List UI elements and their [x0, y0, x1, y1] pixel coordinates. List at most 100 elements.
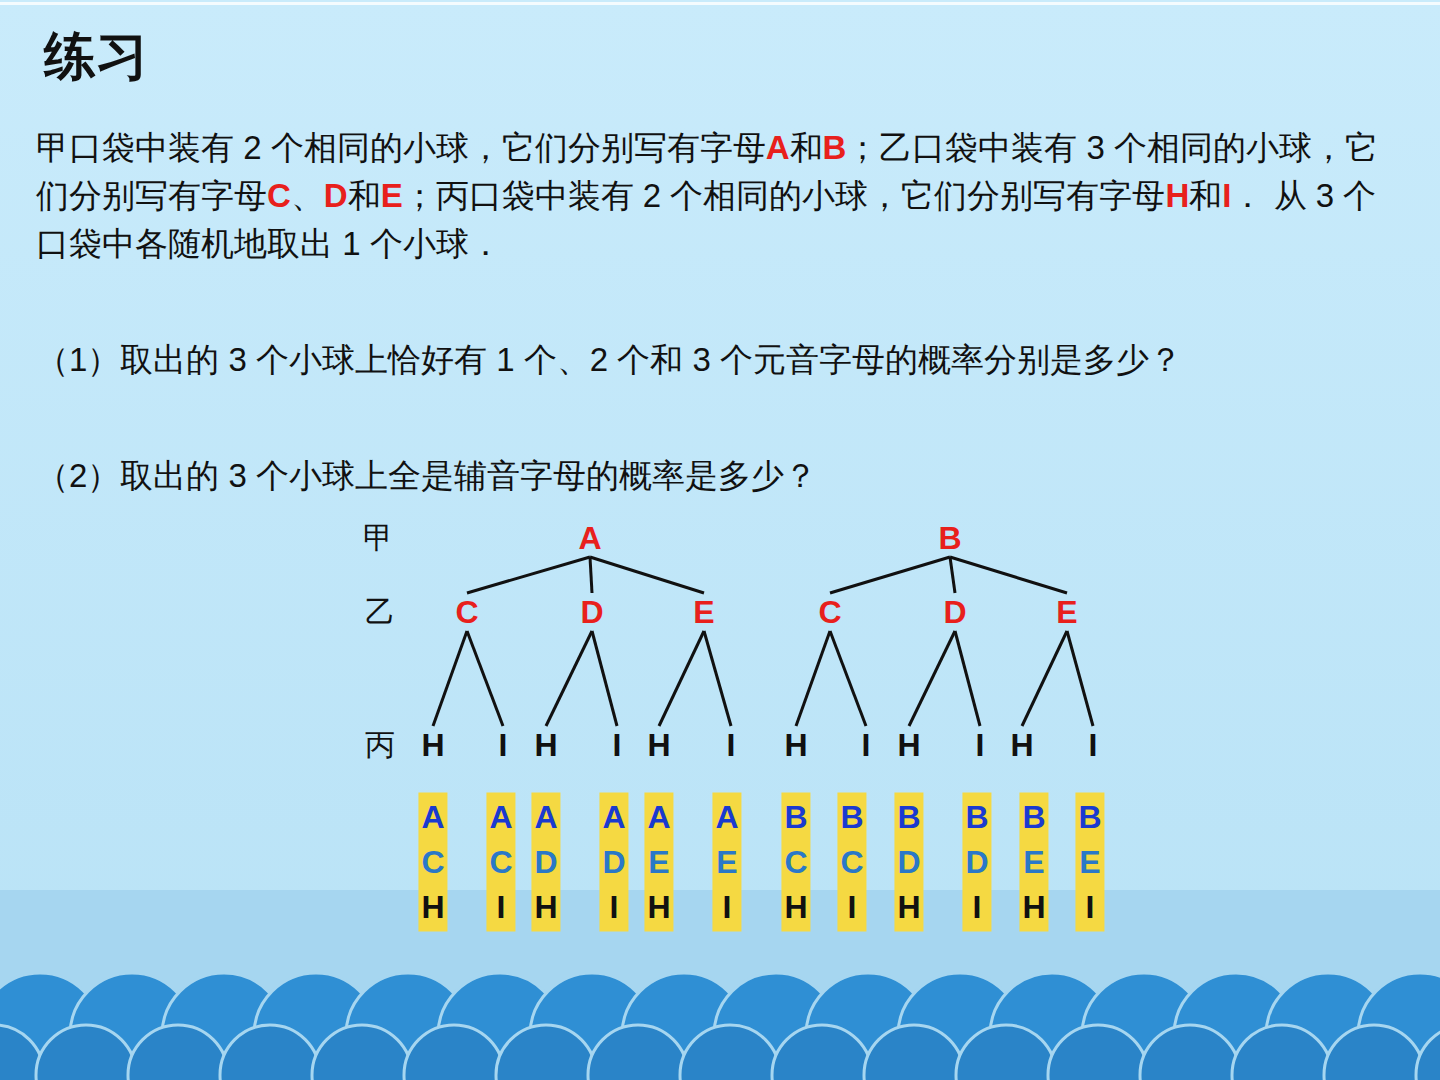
letter-text: H [893, 727, 924, 763]
letter-text: B [897, 795, 920, 840]
letter-highlight: A [766, 129, 790, 166]
question-text: （2）取出的 3 个小球上全是辅音字母的概率是多少？ [36, 452, 1406, 500]
letter-text: H [780, 727, 811, 763]
letter-text: I [840, 885, 863, 930]
letter-text: I [602, 885, 625, 930]
letter-text: D [602, 840, 625, 885]
tree-letter: C [814, 594, 845, 630]
wave-arc [128, 1025, 228, 1080]
wave-arc [864, 1025, 964, 1080]
outcome-column: AEH [644, 793, 673, 932]
tree-letter: H [643, 727, 674, 763]
outcome-column: BDH [894, 793, 923, 932]
letter-text: E [1022, 840, 1045, 885]
wave-arc [772, 1025, 872, 1080]
tree-branch [950, 557, 955, 593]
outcome-column: ACH [418, 793, 447, 932]
wave-arc [1324, 1025, 1424, 1080]
outcome-column: ACI [486, 793, 515, 932]
letter-text: H [1006, 727, 1037, 763]
letter-text: H [530, 727, 561, 763]
letter-highlight: B [823, 129, 847, 166]
letter-text: D [965, 840, 988, 885]
letter-text: H [417, 727, 448, 763]
outcome-column: ADI [599, 793, 628, 932]
letter-text: A [715, 795, 738, 840]
tree-letter: I [858, 727, 875, 763]
letter-text: B [934, 520, 965, 556]
tree-branch [950, 557, 1067, 593]
letter-text: H [784, 885, 807, 930]
letter-text: E [1078, 840, 1101, 885]
wave-arc [1048, 1025, 1148, 1080]
letter-text: E [647, 840, 670, 885]
bag-label: 甲 [363, 518, 393, 559]
outcome-column: AEI [712, 793, 741, 932]
outcome-column: BCI [837, 793, 866, 932]
problem-text: 和 [348, 177, 381, 214]
tree-letter: I [1085, 727, 1102, 763]
outcome-column: BDI [962, 793, 991, 932]
tree-branch [659, 631, 704, 726]
letter-text: I [1085, 727, 1102, 763]
tree-branch [590, 557, 592, 593]
wave-arc [404, 1025, 504, 1080]
letter-text: H [643, 727, 674, 763]
tree-branch [1067, 631, 1093, 726]
letter-text: C [489, 840, 512, 885]
letter-text: C [421, 840, 444, 885]
tree-letter: D [576, 594, 607, 630]
tree-letter: H [893, 727, 924, 763]
tree-letter: D [939, 594, 970, 630]
outcome-column: BCH [781, 793, 810, 932]
problem-text: 和 [790, 129, 823, 166]
tree-letter: A [574, 520, 605, 556]
wave-arc [36, 1025, 136, 1080]
letter-text: E [715, 840, 738, 885]
letter-text: B [965, 795, 988, 840]
letter-text: C [814, 594, 845, 630]
wave-arc [956, 1025, 1056, 1080]
tree-letter: H [417, 727, 448, 763]
tree-letter: I [609, 727, 626, 763]
bag-label: 乙 [365, 592, 395, 633]
tree-letter: H [530, 727, 561, 763]
tree-branch [433, 631, 467, 726]
wave-arc [496, 1025, 596, 1080]
letter-text: I [858, 727, 875, 763]
wave-row [0, 973, 1440, 1080]
letter-text: I [965, 885, 988, 930]
tree-letter: I [723, 727, 740, 763]
problem-text: ；丙口袋中装有 2 个相同的小球，它们分别写有字母 [403, 177, 1166, 214]
letter-highlight: C [267, 177, 291, 214]
tree-letter: E [1052, 594, 1081, 630]
letter-text: E [1052, 594, 1081, 630]
letter-text: H [897, 885, 920, 930]
letter-text: H [421, 885, 444, 930]
letter-highlight: H [1165, 177, 1189, 214]
letter-text: D [939, 594, 970, 630]
letter-text: H [1022, 885, 1045, 930]
letter-text: C [784, 840, 807, 885]
problem-text: 和 [1189, 177, 1222, 214]
letter-text: C [451, 594, 482, 630]
outcome-column: ADH [531, 793, 560, 932]
letter-text: A [534, 795, 557, 840]
letter-text: A [574, 520, 605, 556]
wave-arc [1416, 1025, 1440, 1080]
tree-branch [955, 631, 980, 726]
tree-letter: E [689, 594, 718, 630]
tree-branch [1022, 631, 1067, 726]
letter-text: I [609, 727, 626, 763]
letter-highlight: E [381, 177, 403, 214]
letter-text: C [840, 840, 863, 885]
wave-arc [220, 1025, 320, 1080]
tree-branch [830, 631, 866, 726]
outcome-column: BEH [1019, 793, 1048, 932]
letter-text: E [689, 594, 718, 630]
letter-text: I [495, 727, 512, 763]
letter-text: B [840, 795, 863, 840]
tree-letter: H [780, 727, 811, 763]
letter-text: D [897, 840, 920, 885]
